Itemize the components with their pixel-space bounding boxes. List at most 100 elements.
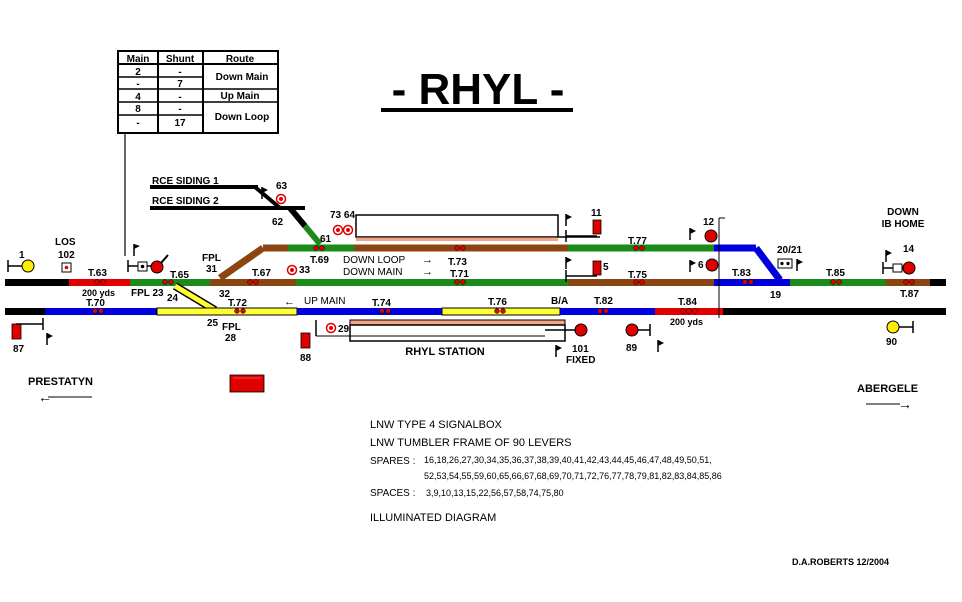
track-circuit-label: T.71	[450, 269, 469, 280]
table-header-main: Main	[127, 54, 150, 65]
direction-prestatyn-arrow: ←	[38, 389, 52, 405]
direction-prestatyn: PRESTATYN	[28, 376, 93, 388]
track-circuit-label: T.84	[678, 297, 697, 308]
table-cell: 2	[135, 67, 141, 78]
home-signal-icon	[625, 323, 639, 337]
points-32: 32	[219, 289, 231, 300]
fixed-signal-icon	[574, 323, 588, 337]
table-cell: -	[136, 118, 139, 129]
signal-87-label: 87	[13, 344, 25, 355]
signal-1-label: 1	[19, 250, 25, 261]
spares-line-1: 16,18,26,27,30,34,35,36,37,38,39,40,41,4…	[424, 455, 712, 465]
table-header-route: Route	[226, 54, 255, 65]
table-cell: -	[136, 79, 139, 90]
lever-table: Main Shunt Route 2 - - 7 4 - 8 - - 17 Do…	[117, 50, 279, 256]
table-route-down-main: Down Main	[216, 72, 269, 83]
shunt-signal-icon	[777, 258, 793, 269]
track-circuit-label: T.83	[732, 268, 751, 279]
track-circuit-lamps	[92, 245, 915, 314]
home-signal-icon	[704, 229, 718, 243]
table-cell: 8	[135, 104, 141, 115]
track-circuit-label: T.65	[170, 270, 189, 281]
signal-90-label: 90	[886, 337, 898, 348]
track-circuit-label: T.87	[900, 289, 919, 300]
table-route-up-main: Up Main	[221, 91, 260, 102]
track-circuit-label: T.77	[628, 236, 647, 247]
stop-board-icon	[592, 260, 602, 276]
red-key-box	[229, 374, 265, 393]
distance-200yds-west: 200 yds	[82, 288, 115, 298]
signal-101-label: 101	[572, 344, 589, 355]
points-24: 24	[167, 293, 179, 304]
spaces-label: SPACES :	[370, 488, 415, 499]
down-main-arrow: →	[422, 266, 433, 278]
signal-11-label: 11	[591, 208, 602, 219]
down-loop-arrow: →	[422, 254, 433, 266]
points-19: 19	[770, 290, 782, 301]
points-labels: FPL 31 FPL 23 24 32 25 FPL 28 19 20/21	[131, 245, 802, 344]
fixed-label: FIXED	[566, 355, 595, 366]
box-type: LNW TYPE 4 SIGNALBOX	[370, 419, 503, 431]
up-main-label: UP MAIN	[304, 296, 346, 307]
flag-icon	[262, 187, 268, 193]
line-labels: DOWN LOOP → DOWN MAIN → ← UP MAIN	[284, 254, 433, 308]
table-cell: -	[178, 92, 181, 103]
table-cell: 17	[174, 118, 186, 129]
signal-88-label: 88	[300, 353, 312, 364]
signal-63-label: 63	[276, 181, 288, 192]
table-cell: 7	[177, 79, 183, 90]
track-circuit-label: T.74	[372, 298, 391, 309]
points-20-21: 20/21	[777, 245, 802, 256]
track-circuit-label: T.85	[826, 268, 845, 279]
distant-signal-icon	[886, 320, 900, 334]
home-signal-icon	[705, 258, 719, 272]
flag-icon	[556, 345, 562, 351]
flag-icon	[47, 333, 53, 339]
track-circuit-label: T.73	[448, 257, 467, 268]
down-main-line	[5, 279, 946, 286]
track-circuit-label: T.82	[594, 296, 613, 307]
flag-icon	[797, 259, 803, 265]
illuminated-label: ILLUMINATED DIAGRAM	[370, 512, 496, 524]
track-circuit-label: T.63	[88, 268, 107, 279]
signal-14-label: 14	[903, 244, 915, 255]
signal-5-label: 5	[603, 262, 609, 273]
spares-line-2: 52,53,54,55,59,60,65,66,67,68,69,70,71,7…	[424, 471, 722, 481]
track-circuit-label: T.76	[488, 297, 507, 308]
table-cell: -	[178, 104, 181, 115]
table-cell: 4	[135, 92, 141, 103]
track-circuit-label: T.67	[252, 268, 271, 279]
track-circuit-label: T.75	[628, 270, 647, 281]
table-route-down-loop: Down Loop	[215, 112, 269, 123]
track-circuit-label: T.70	[86, 298, 105, 309]
rce-sidings: RCE SIDING 1 RCE SIDING 2 62 61	[150, 176, 332, 246]
author-credit: D.A.ROBERTS 12/2004	[792, 557, 889, 567]
crossover-23-fill	[173, 283, 217, 313]
stop-board-icon	[300, 332, 311, 349]
frame-type: LNW TUMBLER FRAME OF 90 LEVERS	[370, 437, 572, 449]
info-block: LNW TYPE 4 SIGNALBOX LNW TUMBLER FRAME O…	[370, 419, 722, 524]
flag-icon	[690, 228, 696, 234]
siding-label-1: RCE SIDING 1	[152, 176, 219, 187]
distant-signal-icon	[21, 259, 35, 273]
page-title: - RHYL -	[392, 65, 565, 114]
flag-icon	[886, 250, 892, 256]
up-main-arrow: ←	[284, 296, 295, 308]
down-main-label: DOWN MAIN	[343, 267, 402, 278]
signal-29-label: 29	[338, 324, 350, 335]
stop-board-icon	[592, 219, 602, 235]
up-main-line	[5, 307, 946, 316]
track-circuit-label: T.72	[228, 298, 247, 309]
points-28: 28	[225, 333, 237, 344]
distance-200yds-east: 200 yds	[670, 317, 703, 327]
spaces-values: 3,9,10,13,15,22,56,57,58,74,75,80	[426, 488, 564, 498]
points-fpl-31: FPL	[202, 253, 221, 264]
points-fpl-23: FPL 23	[131, 288, 164, 299]
table-cell: -	[178, 67, 181, 78]
signal-6-label: 6	[698, 260, 704, 271]
signal-89-label: 89	[626, 343, 638, 354]
points-61-label: 61	[320, 234, 332, 245]
flag-icon	[658, 340, 664, 346]
flag-icon	[566, 257, 572, 263]
spares-label: SPARES :	[370, 456, 415, 467]
